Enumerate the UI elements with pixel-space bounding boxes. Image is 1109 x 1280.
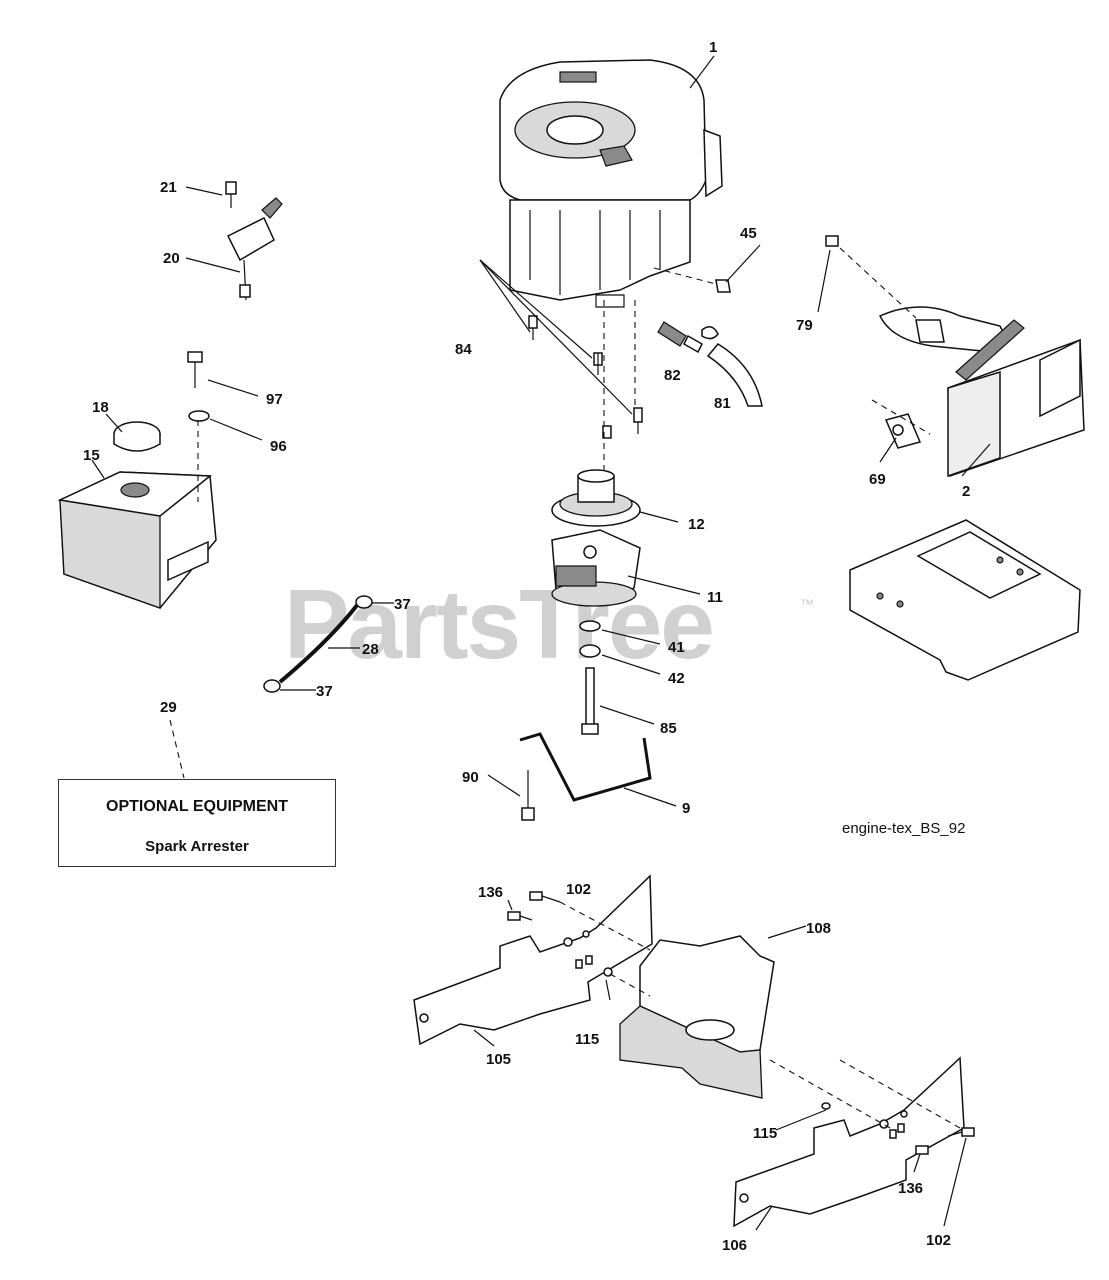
- callout-33: 102: [926, 1232, 951, 1249]
- side-plate-106-part: [733, 1056, 965, 1228]
- optional-equipment-title: OPTIONAL EQUIPMENT: [106, 798, 288, 815]
- callout-10: 96: [270, 438, 287, 455]
- fuel-fitting-part: [657, 279, 763, 407]
- callout-17: 28: [362, 641, 379, 658]
- muffler-part: [825, 235, 1085, 478]
- washers-part: [579, 620, 601, 658]
- callout-11: 15: [83, 447, 100, 464]
- callout-5: 84: [455, 341, 472, 358]
- drawing-id: engine-tex_BS_92: [842, 820, 966, 837]
- clutch-part: [551, 529, 641, 607]
- callout-0: 1: [709, 39, 717, 56]
- watermark-logo: PartsTree: [284, 569, 715, 679]
- fuel-line-part: [263, 595, 373, 693]
- engine-part: [499, 59, 723, 308]
- callout-13: 2: [962, 483, 970, 500]
- bolts-part: [528, 315, 643, 439]
- callout-25: 136: [478, 884, 503, 901]
- callout-29: 105: [486, 1051, 511, 1068]
- callout-8: 97: [266, 391, 283, 408]
- callout-30: 115: [753, 1125, 777, 1142]
- callout-32: 136: [898, 1180, 923, 1197]
- bracket-part: [519, 732, 652, 821]
- callout-23: 9: [682, 800, 690, 817]
- callout-16: 37: [394, 596, 411, 613]
- callout-15: 11: [707, 589, 723, 606]
- callout-14: 12: [688, 516, 705, 533]
- callout-7: 81: [714, 395, 731, 412]
- callout-19: 41: [668, 639, 685, 656]
- callout-6: 82: [664, 367, 681, 384]
- center-bolt-part: [581, 667, 599, 735]
- callout-31: 106: [722, 1237, 747, 1254]
- fuel-tank-part: [57, 471, 217, 609]
- callout-20: 42: [668, 670, 685, 687]
- callout-4: 79: [796, 317, 813, 334]
- callout-24: 29: [160, 699, 177, 716]
- screw-part: [187, 351, 210, 422]
- callout-2: 20: [163, 250, 180, 267]
- callout-3: 45: [740, 225, 757, 242]
- side-plate-105-part: [413, 874, 653, 1046]
- callout-27: 108: [806, 920, 831, 937]
- callout-18: 37: [316, 683, 333, 700]
- optional-equipment-item: Spark Arrester: [145, 838, 249, 855]
- callout-22: 90: [462, 769, 479, 786]
- callout-28: 115: [575, 1031, 599, 1048]
- callout-21: 85: [660, 720, 677, 737]
- callout-labels: 1 21 20 45 79 84 82 81 97 18 96 15 69 2 …: [83, 39, 970, 1254]
- callout-1: 21: [160, 179, 177, 196]
- frame-plate-part: [849, 519, 1081, 681]
- watermark-trademark: ™: [800, 596, 814, 612]
- callout-12: 69: [869, 471, 886, 488]
- callout-9: 18: [92, 399, 109, 416]
- optional-equipment-box: OPTIONAL EQUIPMENT Spark Arrester: [58, 779, 336, 867]
- shroud-108-part: [619, 935, 775, 1099]
- fuel-cap-part: [113, 421, 161, 452]
- callout-26: 102: [566, 881, 591, 898]
- throttle-control-part: [225, 181, 283, 301]
- pulley-part: [551, 469, 641, 527]
- lower-bolts-part: [507, 891, 975, 1155]
